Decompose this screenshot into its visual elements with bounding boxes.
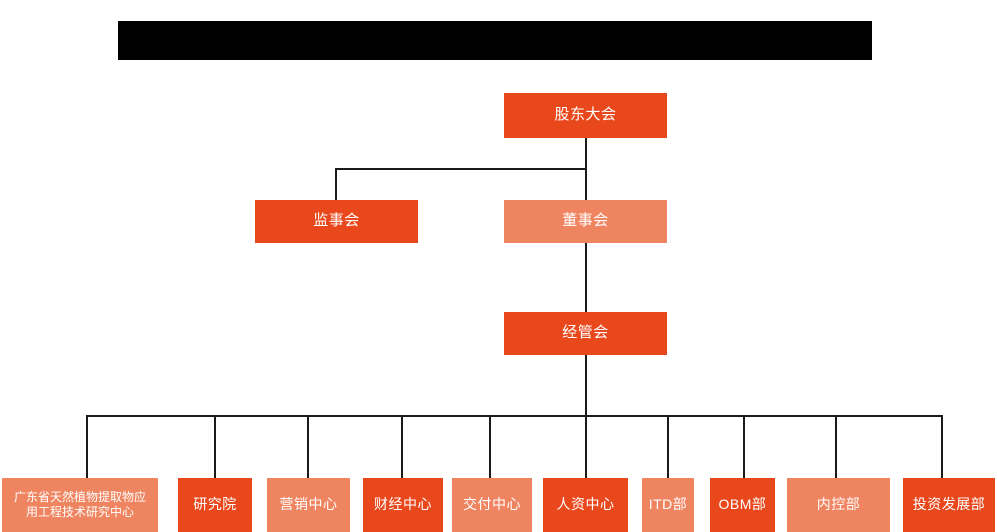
connector-drop-hr-center bbox=[585, 415, 587, 478]
node-shareholders-meeting[interactable]: 股东大会 bbox=[504, 93, 667, 138]
connector-drop-gd-research-center bbox=[86, 415, 88, 478]
node-research-institute[interactable]: 研究院 bbox=[178, 478, 252, 532]
connector-drop-research-institute bbox=[214, 415, 216, 478]
node-internal-control-department[interactable]: 内控部 bbox=[787, 478, 890, 532]
node-hr-center[interactable]: 人资中心 bbox=[543, 478, 628, 532]
connector-drop-itd-department bbox=[667, 415, 669, 478]
connector-drop-investment-development-department bbox=[941, 415, 943, 478]
node-obm-department[interactable]: OBM部 bbox=[710, 478, 775, 532]
connector-drop-finance-center bbox=[401, 415, 403, 478]
node-management-committee[interactable]: 经管会 bbox=[504, 312, 667, 355]
redacted-title-bar bbox=[118, 21, 872, 60]
node-finance-center[interactable]: 财经中心 bbox=[363, 478, 443, 532]
node-marketing-center[interactable]: 营销中心 bbox=[267, 478, 350, 532]
connector-management-to-departments bbox=[585, 355, 587, 417]
connector-drop-marketing-center bbox=[307, 415, 309, 478]
connector-to-board-of-supervisors bbox=[335, 168, 337, 201]
connector-drop-internal-control-department bbox=[835, 415, 837, 478]
connector-drop-obm-department bbox=[743, 415, 745, 478]
connector-drop-delivery-center bbox=[489, 415, 491, 478]
node-board-of-directors[interactable]: 董事会 bbox=[504, 200, 667, 243]
connector-to-board-of-directors bbox=[585, 168, 587, 201]
connector-level2-horizontal-bar bbox=[335, 168, 587, 170]
connector-departments-horizontal-bar bbox=[86, 415, 943, 417]
node-itd-department[interactable]: ITD部 bbox=[642, 478, 694, 532]
node-board-of-supervisors[interactable]: 监事会 bbox=[255, 200, 418, 243]
connector-shareholders-to-split bbox=[585, 138, 587, 170]
node-delivery-center[interactable]: 交付中心 bbox=[452, 478, 532, 532]
node-investment-development-department[interactable]: 投资发展部 bbox=[903, 478, 995, 532]
connector-directors-to-management bbox=[585, 243, 587, 312]
node-gd-research-center[interactable]: 广东省天然植物提取物应 用工程技术研究中心 bbox=[2, 478, 158, 532]
